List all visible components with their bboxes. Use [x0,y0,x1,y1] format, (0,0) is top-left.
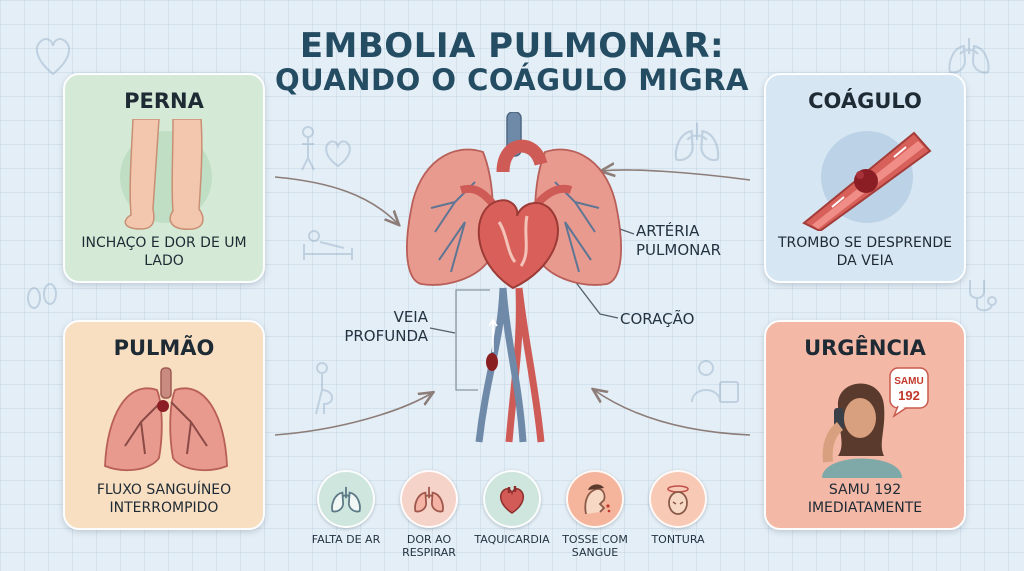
card-perna: PERNA INCHAÇO E DOR DE UM LADO [63,73,265,283]
card-pulmao-title: PULMÃO [113,336,215,360]
aorta [496,139,548,173]
heart [477,199,559,290]
arrow-perna [274,176,398,224]
pointer-veia [429,327,456,334]
symptom-label: DOR AO RESPIRAR [402,533,456,559]
symptom-circle [317,470,375,528]
cough-icon [584,484,611,515]
symptom-circle [483,470,541,528]
card-pulmao: PULMÃO FLUXO SANGUÍNEO INTERROMPIDO [63,320,265,530]
symptom-circle [400,470,458,528]
lungs-icon [331,486,361,513]
symptom-falta-de-ar: FALTA DE AR [304,470,388,547]
blood-vessel-clot-illustration [802,131,932,231]
label-coracao: CORAÇÃO [620,310,695,328]
pointer-coracao [567,271,619,319]
symptom-taquicardia: TAQUICARDIA [470,470,554,547]
arrow-urgencia [594,390,751,436]
card-coagulo-title: COÁGULO [808,89,922,113]
card-coagulo: COÁGULO TROMBO SE DESPRENDE DA VEIA [764,73,966,283]
heart-lungs-diagram [406,112,622,443]
symptom-label: FALTA DE AR [311,533,381,546]
lung-clot [157,400,169,412]
bed-rest-outline-icon [303,230,353,260]
symptom-dor-ao-respirar: DOR AO RESPIRAR [387,470,471,560]
lungs-outline-icon [948,38,990,74]
pregnant-outline-icon [315,362,333,415]
woman-phone-illustration: SAMU 192 [822,367,929,478]
card-urgencia: URGÊNCIA SAMU 192 SAMU 192 IMEDIATAMENTE [764,320,966,530]
label-veia-profunda: VEIA PROFUNDA [344,308,428,345]
doctor-outline-icon [691,360,739,403]
dizziness-icon [667,485,689,515]
clot [486,353,498,371]
lungs-small-outline-icon [674,122,720,162]
arrow-pulmao [274,393,432,436]
title-line-2: QUANDO O COÁGULO MIGRA [275,62,749,97]
card-perna-text: INCHAÇO E DOR DE UM LADO [81,235,247,269]
symptom-label: TONTURA [651,533,705,546]
symptom-circle [649,470,707,528]
label-arteria-pulmonar: ARTÉRIA PULMONAR [636,222,722,259]
bubble-line-2: 192 [898,388,920,403]
left-lung [406,148,494,286]
person-heart-outline-icon [301,126,351,171]
card-coagulo-text: TROMBO SE DESPRENDE DA VEIA [777,235,952,269]
symptom-tontura: TONTURA [636,470,720,547]
heart-outline-icon [35,38,71,76]
card-urgencia-text: SAMU 192 IMEDIATAMENTE [807,482,923,516]
symptom-label: TAQUICARDIA [474,533,550,546]
symptom-tosse-com-sangue: TOSSE COM SANGUE [553,470,637,560]
vein-bracket [455,289,490,391]
card-urgencia-title: URGÊNCIA [804,336,926,360]
bubble-line-1: SAMU [894,376,923,387]
lungs-icon [414,486,444,513]
lungs-clot-illustration [104,367,228,472]
stethoscope-outline-icon [969,280,997,312]
card-perna-title: PERNA [124,89,204,113]
symptom-label: TOSSE COM SANGUE [562,533,628,559]
symptom-circle [566,470,624,528]
heart-icon [499,486,525,514]
descending-artery [505,287,545,443]
title-line-1: EMBOLIA PULMONAR: [299,26,725,66]
card-pulmao-text: FLUXO SANGUÍNEO INTERROMPIDO [96,482,232,516]
feet-outline-icon [27,283,57,309]
page-title: EMBOLIA PULMONAR: QUANDO O COÁGULO MIGRA [0,28,1024,96]
arrow-coagulo [602,170,751,181]
legs-illustration [120,119,212,230]
